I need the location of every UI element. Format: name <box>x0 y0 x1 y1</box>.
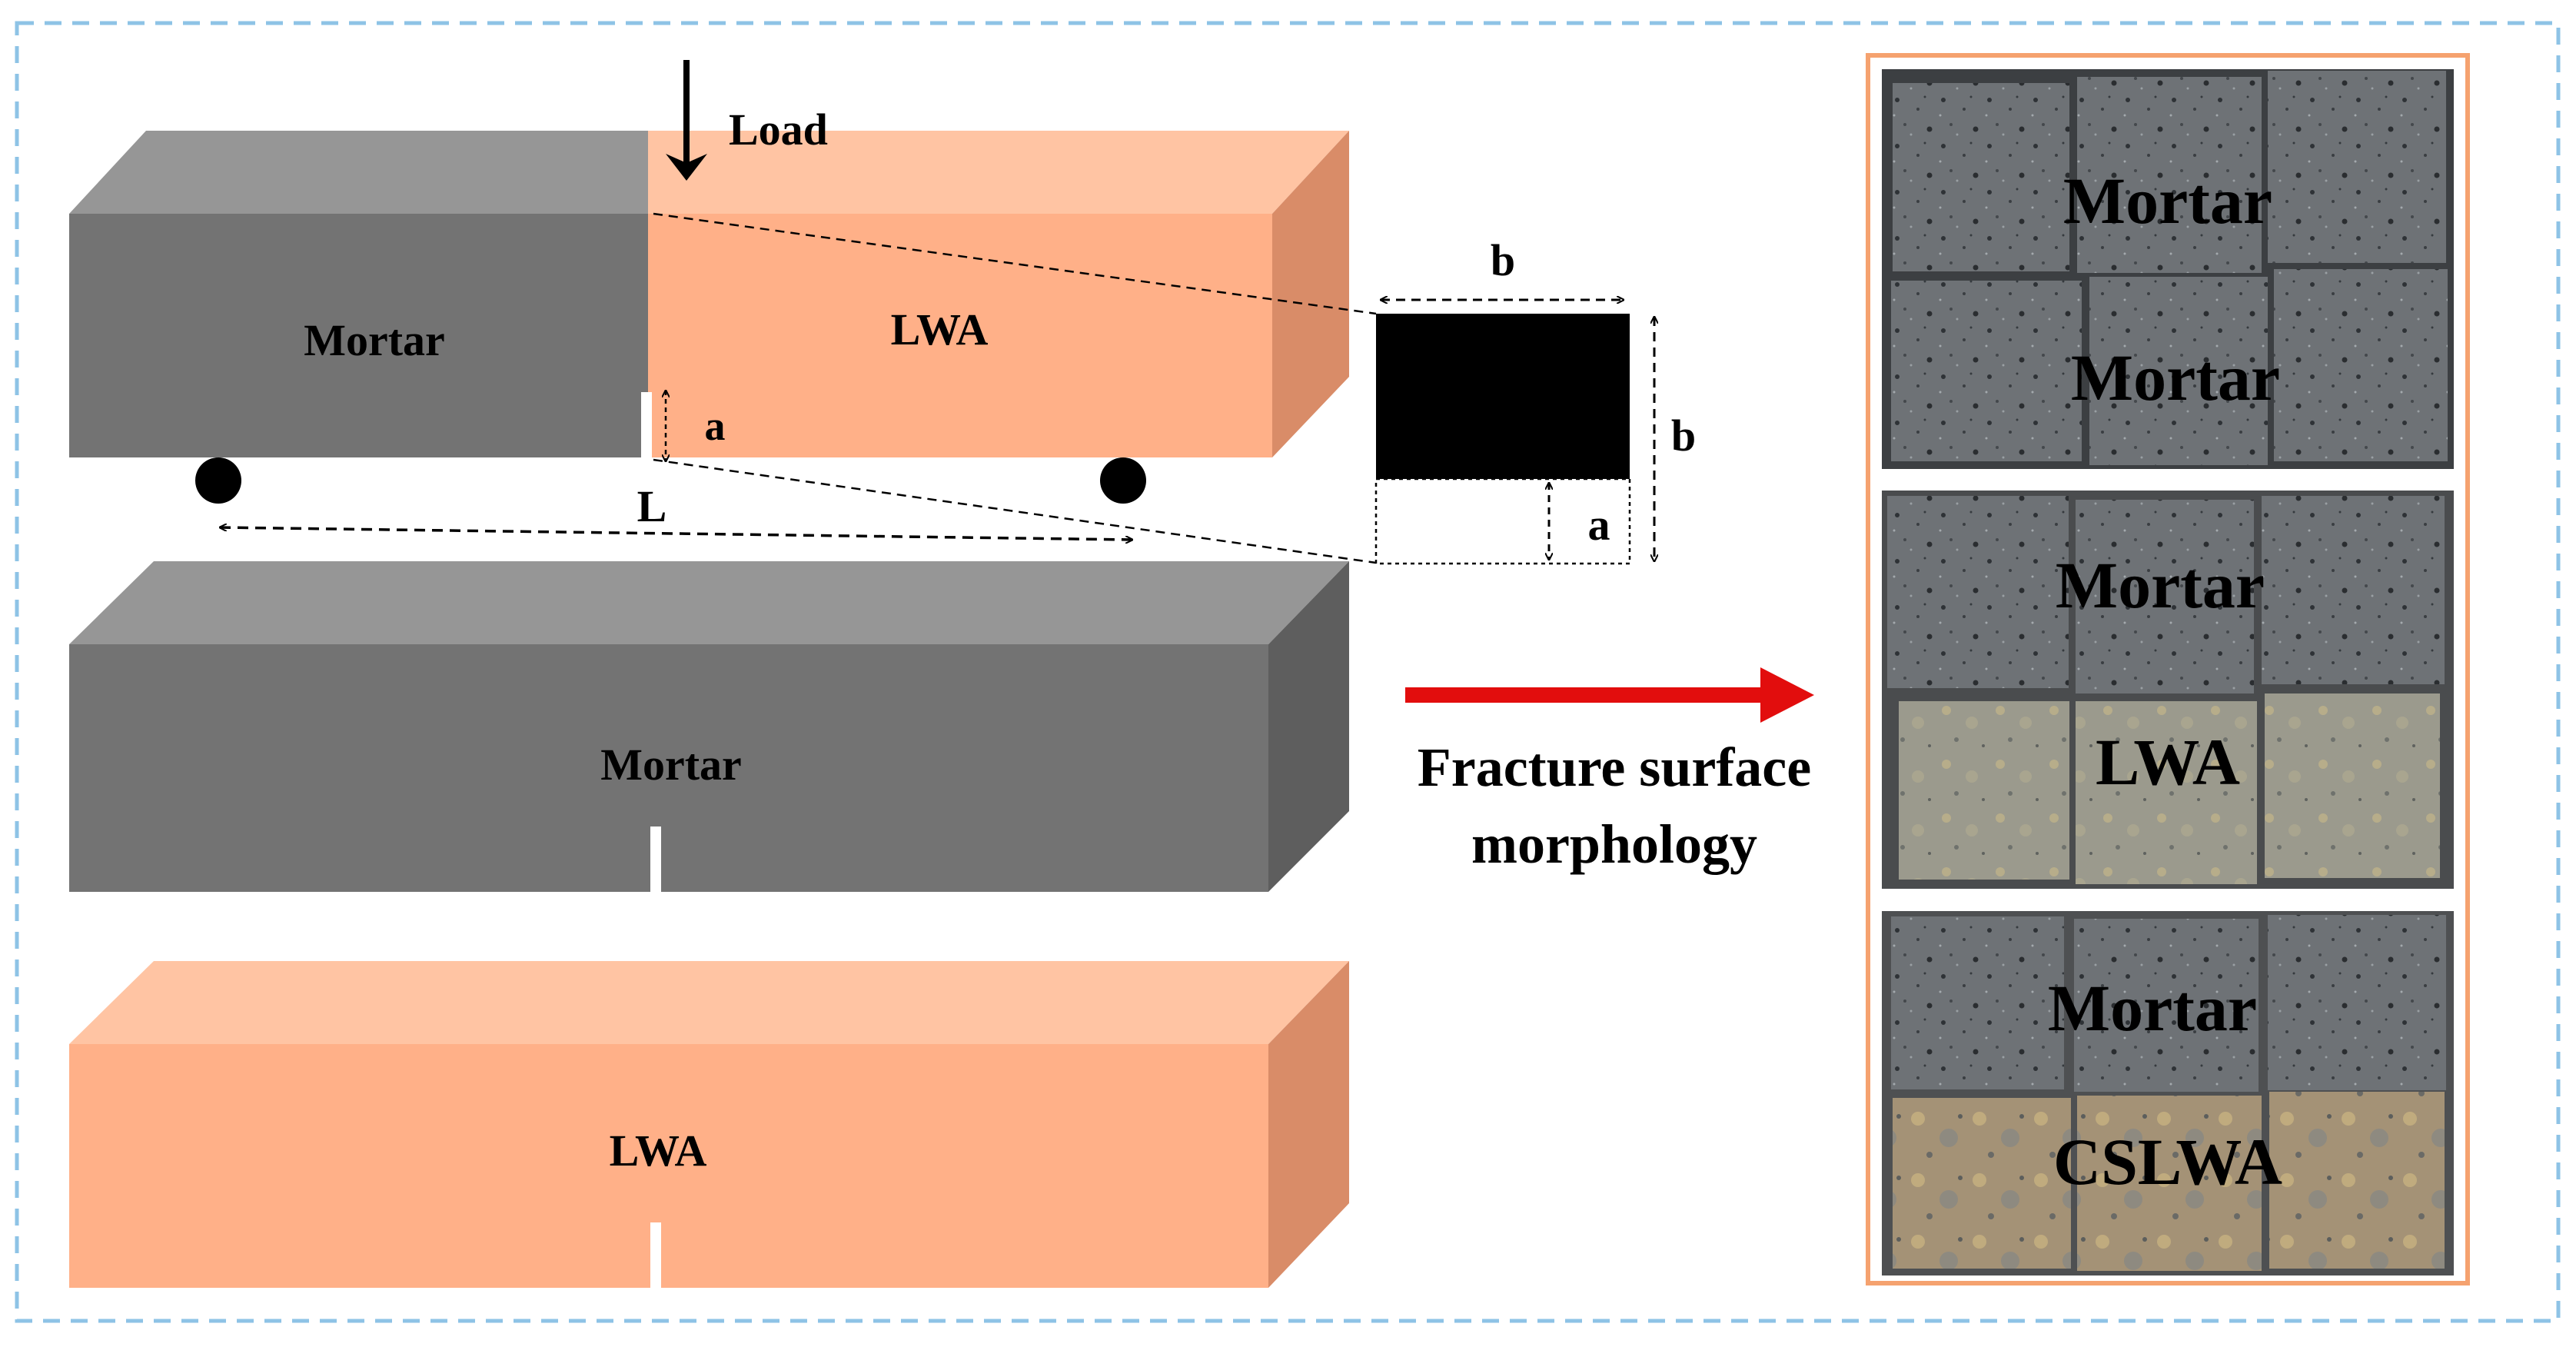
photo3-bottom-label: CSLWA <box>2053 1125 2282 1199</box>
mortar-beam: Mortar <box>69 561 1349 892</box>
mortar-beam-top <box>69 561 1349 644</box>
cross-section: b b a <box>1374 235 1696 565</box>
mortar-front-face <box>69 214 648 457</box>
lwa-beam-front <box>69 1044 1268 1288</box>
width-label: b <box>1491 235 1515 285</box>
notch-label: a <box>705 403 726 449</box>
photo1-bottom-label: Mortar <box>2071 341 2280 414</box>
cross-section-notch <box>1374 477 1631 565</box>
left-support <box>195 457 241 504</box>
lwa-beam-label: LWA <box>610 1126 707 1176</box>
photo-mortar-mortar: Mortar Mortar <box>1882 69 2454 469</box>
mortar-beam-label: Mortar <box>600 740 742 790</box>
photo2-bottom-label: LWA <box>2096 725 2240 799</box>
photo-mortar-cslwa: Mortar CSLWA <box>1882 911 2454 1275</box>
fracture-arrow: Fracture surface morphology <box>1405 667 1814 875</box>
lwa-beam-side <box>1268 961 1349 1288</box>
mortar-beam-notch <box>650 826 661 892</box>
span-label: L <box>637 481 667 531</box>
lwa-side-face <box>1272 131 1349 457</box>
photo3-top-label: Mortar <box>2048 971 2257 1045</box>
cross-section-solid <box>1376 314 1630 479</box>
beam-top-right-label: LWA <box>891 304 989 354</box>
projection-line-bottom <box>653 458 1377 564</box>
projection-line-top <box>653 212 1377 315</box>
photo-mortar-lwa: Mortar LWA <box>1882 491 2454 889</box>
right-support <box>1100 457 1146 504</box>
lwa-beam-notch <box>650 1222 661 1288</box>
lwa-beam-top <box>69 961 1349 1044</box>
section-notch-label: a <box>1588 500 1610 550</box>
span-dimension <box>220 527 1132 540</box>
photo-panel: Mortar Mortar Mortar LWA Mortar CSLWA <box>1866 53 2470 1285</box>
height-label: b <box>1671 411 1696 461</box>
lwa-top-face <box>648 131 1349 214</box>
load-label: Load <box>729 105 828 155</box>
lwa-beam: LWA <box>69 961 1349 1288</box>
notch <box>641 392 652 457</box>
outer-frame <box>15 21 2561 1323</box>
arrow-caption-line2: morphology <box>1471 813 1757 875</box>
composite-beam: Mortar LWA a <box>69 131 1349 461</box>
load-arrow: Load <box>666 60 828 181</box>
mortar-beam-front <box>69 644 1268 892</box>
mortar-top-face <box>69 131 648 214</box>
beam-top-left-label: Mortar <box>304 315 445 365</box>
mortar-beam-side <box>1268 561 1349 892</box>
lwa-front-face <box>648 214 1272 457</box>
photo2-top-label: Mortar <box>2056 548 2265 622</box>
arrow-caption-line1: Fracture surface <box>1418 737 1811 798</box>
photo1-top-label: Mortar <box>2063 164 2272 238</box>
